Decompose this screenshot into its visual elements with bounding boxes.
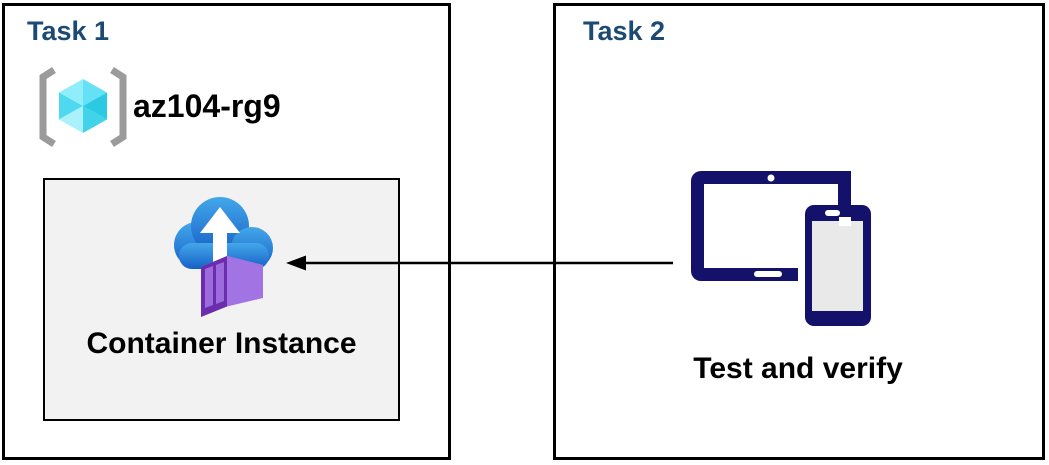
tablet-and-phone-icon <box>691 171 878 332</box>
task1-title: Task 1 <box>27 16 110 46</box>
task2-box: Task 2 Test and verify <box>553 3 1045 460</box>
container-box-shape <box>201 256 263 317</box>
phone-shape <box>805 205 871 326</box>
upload-arrow <box>200 207 240 263</box>
resource-group-icon <box>39 67 127 147</box>
container-instances-icon <box>174 197 273 317</box>
test-and-verify-label: Test and verify <box>693 352 903 385</box>
container-instance-label: Container Instance <box>86 327 357 360</box>
container-instance-box: Container Instance <box>43 178 400 421</box>
resource-group-name: az104-rg9 <box>133 88 281 124</box>
tablet-bezel-strip <box>838 171 851 211</box>
task1-box: Task 1 az104-rg9 <box>2 3 451 460</box>
task2-title: Task 2 <box>583 16 666 46</box>
